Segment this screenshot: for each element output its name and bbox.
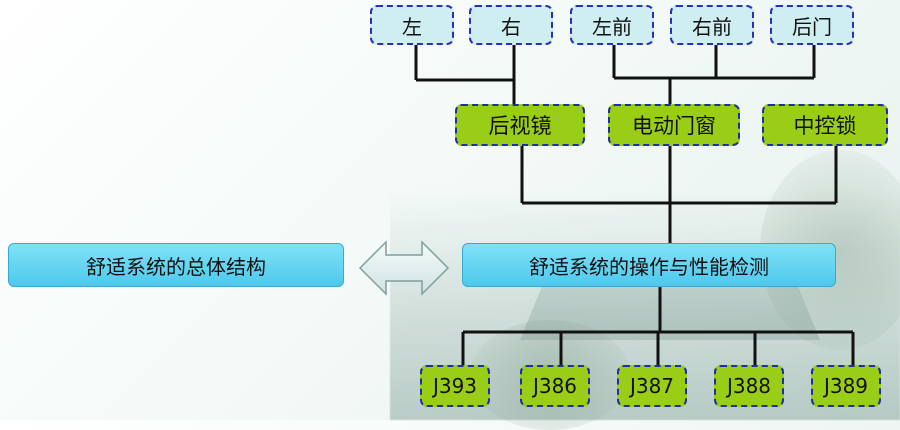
overall-structure-box[interactable]: 舒适系统的总体结构 [8, 243, 344, 287]
node-front-left: 左前 [570, 5, 654, 45]
node-rearview-mirror: 后视镜 [455, 104, 585, 146]
operation-performance-box[interactable]: 舒适系统的操作与性能检测 [462, 243, 836, 287]
node-j393: J393 [420, 365, 490, 407]
double-arrow-icon [358, 240, 450, 296]
node-j388: J388 [714, 365, 784, 407]
node-left: 左 [370, 5, 454, 45]
node-power-window: 电动门窗 [608, 104, 740, 146]
node-rear-door: 后门 [770, 5, 854, 45]
connector-lines [0, 0, 900, 420]
node-right: 右 [469, 5, 553, 45]
node-front-right: 右前 [670, 5, 754, 45]
node-j389: J389 [811, 365, 881, 407]
node-j386: J386 [520, 365, 590, 407]
node-j387: J387 [617, 365, 687, 407]
node-central-lock: 中控锁 [762, 104, 888, 146]
